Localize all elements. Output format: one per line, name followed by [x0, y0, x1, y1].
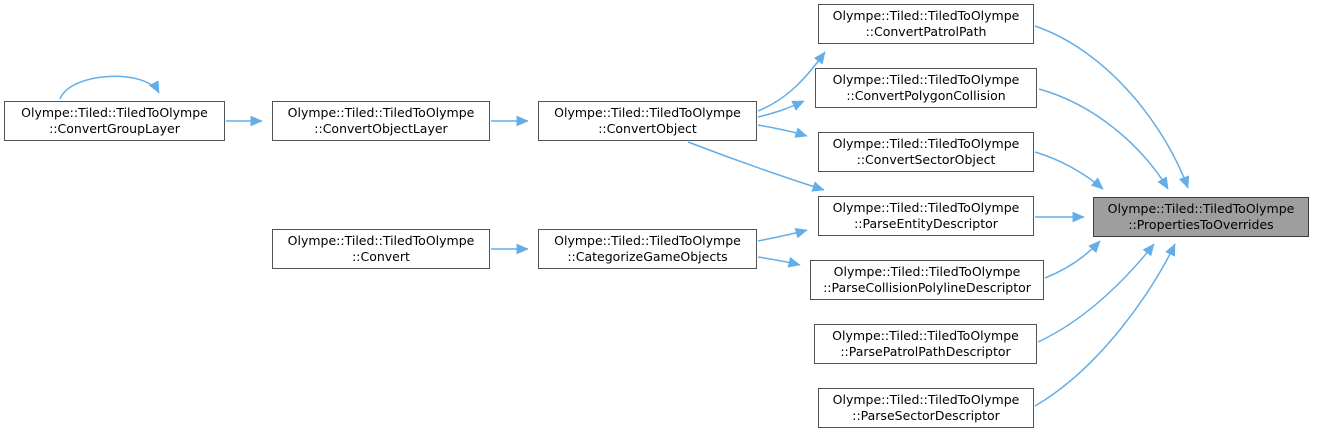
node-convert-group-layer[interactable]: Olympe::Tiled::TiledToOlympe ::ConvertGr… [4, 101, 225, 141]
node-label-line2: ::CategorizeGameObjects [567, 249, 728, 264]
node-convert-patrol-path[interactable]: Olympe::Tiled::TiledToOlympe ::ConvertPa… [818, 4, 1034, 44]
node-label-line1: Olympe::Tiled::TiledToOlympe [287, 105, 475, 120]
node-label-line2: ::ConvertGroupLayer [49, 121, 180, 136]
edge-categorize-to-parse-collision [757, 256, 801, 268]
edge-parse-patrol-to-overrides [1037, 243, 1155, 343]
node-label-line1: Olympe::Tiled::TiledToOlympe [833, 264, 1021, 279]
node-label-line1: Olympe::Tiled::TiledToOlympe [554, 105, 741, 120]
node-label-line2: ::ParseSectorDescriptor [852, 408, 1000, 423]
node-label-line2: ::ConvertObjectLayer [314, 121, 448, 136]
node-label-line1: Olympe::Tiled::TiledToOlympe [832, 328, 1019, 343]
node-label-line2: ::ConvertPolygonCollision [846, 88, 1006, 103]
node-label-line2: ::Convert [352, 249, 410, 264]
node-label-line2: ::ConvertPatrolPath [865, 24, 987, 39]
node-convert[interactable]: Olympe::Tiled::TiledToOlympe ::Convert [272, 229, 490, 269]
node-convert-polygon-collision[interactable]: Olympe::Tiled::TiledToOlympe ::ConvertPo… [815, 68, 1037, 108]
edge-patrol-path-to-overrides [1034, 25, 1190, 189]
node-parse-patrol-path-descriptor[interactable]: Olympe::Tiled::TiledToOlympe ::ParsePatr… [814, 324, 1037, 364]
edge-object-to-parse-entity [687, 141, 825, 192]
node-label-line1: Olympe::Tiled::TiledToOlympe [832, 392, 1020, 407]
node-label-line2: ::ConvertSectorObject [856, 152, 996, 167]
node-convert-object[interactable]: Olympe::Tiled::TiledToOlympe ::ConvertOb… [538, 101, 757, 141]
node-label-line1: Olympe::Tiled::TiledToOlympe [287, 233, 475, 248]
node-label-line1: Olympe::Tiled::TiledToOlympe [554, 233, 741, 248]
edge-object-to-polygon-collision [757, 100, 805, 118]
node-properties-to-overrides: Olympe::Tiled::TiledToOlympe ::Propertie… [1093, 197, 1309, 237]
edge-categorize-to-parse-entity [757, 227, 808, 242]
node-label-line2: ::ConvertObject [598, 121, 697, 136]
node-convert-sector-object[interactable]: Olympe::Tiled::TiledToOlympe ::ConvertSe… [818, 132, 1034, 172]
node-label-line1: Olympe::Tiled::TiledToOlympe [832, 200, 1020, 215]
edge-self-loop-convert-group-layer [59, 75, 160, 100]
node-label-line2: ::ParsePatrolPathDescriptor [840, 344, 1011, 359]
node-label-line2: ::PropertiesToOverrides [1128, 217, 1274, 232]
edge-parse-collision-to-overrides [1044, 240, 1101, 279]
edge-polygon-collision-to-overrides [1038, 88, 1169, 190]
node-label-line1: Olympe::Tiled::TiledToOlympe [832, 136, 1020, 151]
node-label-line2: ::ParseEntityDescriptor [854, 216, 998, 231]
node-label-line1: Olympe::Tiled::TiledToOlympe [1107, 201, 1295, 216]
node-convert-object-layer[interactable]: Olympe::Tiled::TiledToOlympe ::ConvertOb… [272, 101, 490, 141]
node-label-line1: Olympe::Tiled::TiledToOlympe [832, 72, 1020, 87]
edge-sector-object-to-overrides [1034, 151, 1104, 190]
node-label-line1: Olympe::Tiled::TiledToOlympe [832, 8, 1020, 23]
node-parse-entity-descriptor[interactable]: Olympe::Tiled::TiledToOlympe ::ParseEnti… [818, 196, 1034, 236]
node-parse-collision-polyline-descriptor[interactable]: Olympe::Tiled::TiledToOlympe ::ParseColl… [810, 260, 1044, 300]
node-label-line1: Olympe::Tiled::TiledToOlympe [21, 105, 208, 120]
edge-object-to-sector-object [757, 124, 808, 138]
node-parse-sector-descriptor[interactable]: Olympe::Tiled::TiledToOlympe ::ParseSect… [818, 388, 1034, 428]
node-categorize-game-objects[interactable]: Olympe::Tiled::TiledToOlympe ::Categoriz… [538, 229, 757, 269]
edge-parse-sector-to-overrides [1034, 243, 1176, 407]
node-label-line2: ::ParseCollisionPolylineDescriptor [823, 280, 1031, 295]
